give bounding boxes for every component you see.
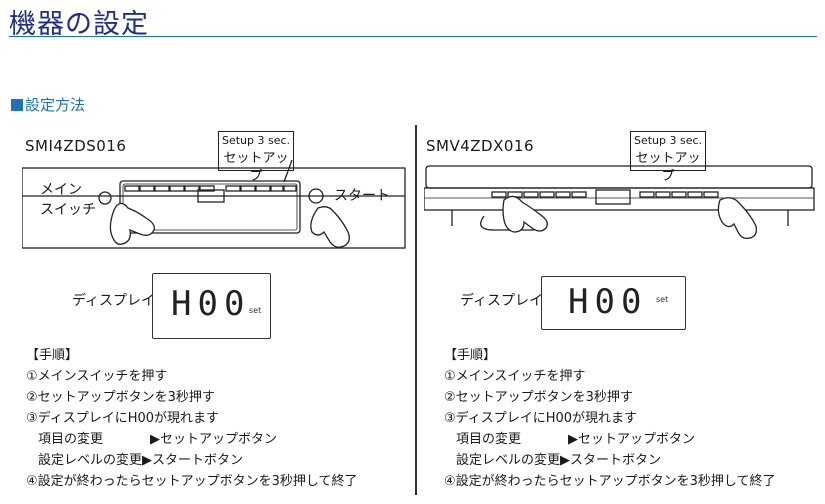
step-1: ①メインスイッチを押す xyxy=(444,369,586,384)
right-model-name: SMV4ZDX016 xyxy=(426,137,535,155)
left-setup-button[interactable] xyxy=(283,185,297,192)
right-callout-jp: セットアップ xyxy=(635,151,701,184)
right-button[interactable] xyxy=(639,191,655,198)
left-start-label: スタート xyxy=(334,188,390,204)
section-heading: 設定方法 xyxy=(11,94,85,115)
steps-heading: 【手順】 xyxy=(444,348,497,363)
right-top-cover xyxy=(425,165,813,189)
left-hand-press-icon xyxy=(109,202,155,245)
left-model-name: SMI4ZDS016 xyxy=(25,137,127,155)
right-right-hand-press-icon xyxy=(717,197,758,240)
left-display-set: set xyxy=(249,306,262,315)
step-4: ④設定が終わったらセットアップボタンを3秒押して終了 xyxy=(26,474,358,489)
left-display-code: H00 xyxy=(171,284,251,324)
left-button[interactable] xyxy=(124,185,140,192)
step-3: ③ディスプレイにH00が現れます xyxy=(444,411,638,426)
left-main-switch-label: メイン スイッチ xyxy=(40,182,96,218)
right-display-set: set xyxy=(656,295,669,304)
step-3a: 項目の変更 ▶セットアップボタン xyxy=(444,429,776,450)
left-door-panel xyxy=(22,167,406,249)
section-title: 設定方法 xyxy=(25,96,86,114)
right-steps: 【手順】 ①メインスイッチを押す ②セットアップボタンを3秒押す ③ディスプレイ… xyxy=(444,345,776,492)
left-button[interactable] xyxy=(184,185,200,192)
step-2: ②セットアップボタンを3秒押す xyxy=(26,390,215,405)
left-callout-en: Setup 3 sec. xyxy=(221,134,291,147)
column-divider xyxy=(415,125,417,495)
right-setup-button[interactable] xyxy=(703,191,719,198)
right-button[interactable] xyxy=(555,191,571,198)
step-3a-action: ▶セットアップボタン xyxy=(150,432,277,447)
left-button[interactable] xyxy=(270,185,284,192)
step-3: ③ディスプレイにH00が現れます xyxy=(26,411,220,426)
right-button[interactable] xyxy=(491,191,507,198)
left-start-button[interactable] xyxy=(308,188,324,204)
right-callout-en: Setup 3 sec. xyxy=(633,134,703,147)
left-control-display xyxy=(197,189,225,203)
left-steps: 【手順】 ①メインスイッチを押す ②セットアップボタンを3秒押す ③ディスプレイ… xyxy=(26,345,358,492)
left-button[interactable] xyxy=(199,185,215,192)
section-marker-icon xyxy=(11,98,23,111)
right-button[interactable] xyxy=(671,191,687,198)
right-button[interactable] xyxy=(523,191,539,198)
left-button[interactable] xyxy=(139,185,155,192)
steps-heading: 【手順】 xyxy=(26,348,79,363)
left-button[interactable] xyxy=(169,185,185,192)
left-main-switch-button[interactable] xyxy=(98,191,112,205)
right-button[interactable] xyxy=(571,191,587,198)
step-3a-action: ▶セットアップボタン xyxy=(568,432,695,447)
right-display-label: ディスプレイ xyxy=(460,293,544,309)
left-setup-callout: Setup 3 sec. セットアップ xyxy=(218,131,294,184)
right-control-display xyxy=(595,189,631,205)
step-3a-item: 項目の変更 xyxy=(38,432,104,447)
left-button[interactable] xyxy=(225,185,241,192)
step-2: ②セットアップボタンを3秒押す xyxy=(444,390,633,405)
step-4: ④設定が終わったらセットアップボタンを3秒押して終了 xyxy=(444,474,776,489)
title-underline xyxy=(9,36,817,37)
right-setup-callout: Setup 3 sec. セットアップ xyxy=(630,131,706,184)
left-button[interactable] xyxy=(240,185,256,192)
right-display-code: H00 xyxy=(568,282,648,322)
left-display-box: H00 set xyxy=(152,273,271,339)
step-3a-item: 項目の変更 xyxy=(456,432,522,447)
left-display-label: ディスプレイ xyxy=(72,293,156,309)
right-button[interactable] xyxy=(539,191,555,198)
left-panel-illustration xyxy=(22,160,406,249)
right-hand-press-icon xyxy=(310,206,350,248)
right-button[interactable] xyxy=(687,191,703,198)
right-control-bar xyxy=(424,187,815,211)
right-display-box: H00 set xyxy=(541,276,686,330)
right-panel-illustration xyxy=(424,165,815,240)
left-callout-jp: セットアップ xyxy=(223,151,289,184)
step-1: ①メインスイッチを押す xyxy=(26,369,168,384)
right-button[interactable] xyxy=(655,191,671,198)
step-3b: 設定レベルの変更▶スタートボタン xyxy=(456,453,661,468)
page-title: 機器の設定 xyxy=(9,9,149,40)
step-3b: 設定レベルの変更▶スタートボタン xyxy=(38,453,243,468)
left-button[interactable] xyxy=(154,185,170,192)
step-3a: 項目の変更 ▶セットアップボタン xyxy=(26,429,358,450)
left-button[interactable] xyxy=(255,185,271,192)
right-left-hand-press-icon xyxy=(502,195,548,233)
